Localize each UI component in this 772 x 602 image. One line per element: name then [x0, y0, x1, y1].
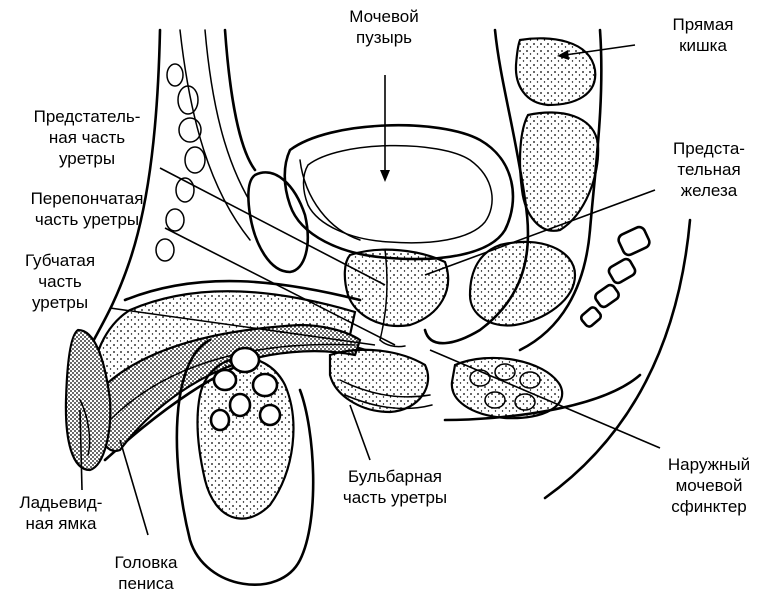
leader-spongy-urethra [109, 307, 376, 346]
label-bulbar-urethra: Бульбарная часть уретры [342, 467, 448, 507]
prostate-gland [343, 248, 450, 328]
urethral-bulb [328, 348, 430, 414]
rectum-segment-1 [514, 37, 597, 107]
coccyx [579, 225, 651, 328]
label-bladder: Мочевой пузырь [349, 7, 419, 47]
buttock-skin [543, 218, 692, 500]
abdominal-fascia [179, 29, 251, 241]
glans-penis [64, 328, 112, 472]
leader-glans [119, 439, 149, 536]
label-navicular-fossa: Ладьевид- ная ямка [19, 493, 103, 533]
fat-lobules [155, 63, 206, 262]
label-spongy-urethra: Губчатая часть уретры [24, 251, 96, 312]
label-prostate: Предста- тельная железа [673, 139, 745, 200]
leader-rectum [564, 44, 636, 56]
pubic-symphysis [247, 171, 309, 274]
epididymis-lobes [209, 346, 282, 432]
urethra-spongy [109, 343, 356, 421]
corpus-spongiosum [98, 323, 362, 453]
rectum-segment-3 [468, 240, 577, 327]
leader-prostatic-urethra [159, 167, 386, 286]
label-prostatic-urethra: Предстатель- ная часть уретры [33, 107, 141, 168]
anal-lobules [469, 363, 541, 411]
rectum-outline-2 [518, 28, 603, 352]
leader-navicular-fossa [79, 409, 83, 491]
leader-external-sphincter [429, 349, 661, 449]
label-rectum: Прямая кишка [672, 15, 734, 55]
label-glans: Головка пениса [114, 553, 178, 593]
label-external-sphincter: Наружный мочевой сфинктер [667, 455, 751, 516]
bladder-wall-outer [283, 123, 515, 261]
rectum-segment-2 [518, 111, 600, 232]
leader-bulbar-urethra [349, 404, 371, 461]
urethra-prostatic [379, 249, 388, 341]
testis [196, 356, 295, 520]
leader-prostate [424, 189, 656, 276]
penis-dorsal [123, 279, 362, 302]
navicular-fossa-shape [79, 399, 91, 456]
perineal-muscles [339, 379, 433, 410]
urethra-membranous [379, 339, 406, 348]
label-membranous-urethra: Перепончатая часть уретры [30, 189, 144, 229]
bladder-wall-inner [302, 144, 493, 244]
abdominal-wall-outer [78, 28, 162, 372]
leader-membranous-urethra [164, 227, 396, 346]
scrotum-outline [175, 338, 315, 586]
abdominal-wall-inner [223, 28, 257, 172]
